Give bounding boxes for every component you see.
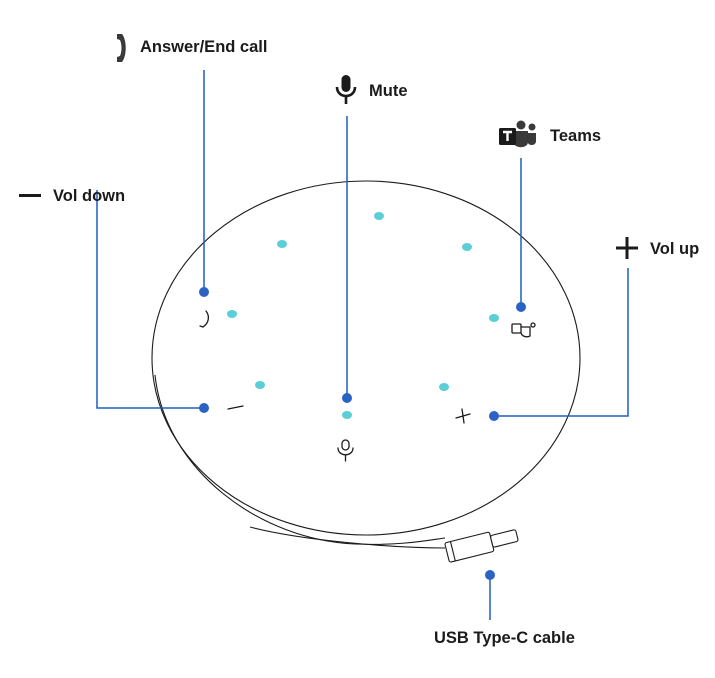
microphone-icon xyxy=(334,74,358,106)
status-led xyxy=(374,212,384,220)
usb-c-plug xyxy=(445,526,520,563)
label-vol-down: Vol down xyxy=(53,188,125,205)
answer-button-phone-icon xyxy=(200,311,208,327)
status-led xyxy=(227,310,237,318)
status-led xyxy=(342,411,352,419)
device-base-edge xyxy=(155,375,445,544)
leader-vol-down xyxy=(97,190,204,408)
leader-lines xyxy=(97,70,628,620)
status-led xyxy=(439,383,449,391)
marker-vol-down xyxy=(199,403,209,413)
marker-mute xyxy=(342,393,352,403)
minus-icon xyxy=(19,185,41,205)
plus-icon xyxy=(616,237,638,259)
leader-vol-up xyxy=(494,268,628,416)
mute-button-microphone-icon xyxy=(338,440,353,461)
vol-down-button-minus-icon xyxy=(228,406,243,409)
label-mute: Mute xyxy=(369,83,408,100)
phone-handset-icon xyxy=(113,32,129,64)
device-buttons xyxy=(200,311,535,461)
teams-logo-icon xyxy=(497,120,539,152)
status-led xyxy=(462,243,472,251)
marker-answer-end-call xyxy=(199,287,209,297)
marker-teams xyxy=(516,302,526,312)
label-answer-end-call: Answer/End call xyxy=(140,39,267,56)
vol-up-button-plus-icon xyxy=(456,409,470,423)
status-leds xyxy=(227,212,499,419)
speakerphone-device xyxy=(152,181,580,544)
label-teams: Teams xyxy=(550,128,601,145)
label-usb-cable: USB Type-C cable xyxy=(434,630,575,647)
label-vol-up: Vol up xyxy=(650,241,699,258)
status-led xyxy=(489,314,499,322)
device-top-outline xyxy=(152,181,580,535)
marker-vol-up xyxy=(489,411,499,421)
teams-button-icon xyxy=(512,323,535,337)
marker-usb-cable xyxy=(485,570,495,580)
status-led xyxy=(255,381,265,389)
status-led xyxy=(277,240,287,248)
